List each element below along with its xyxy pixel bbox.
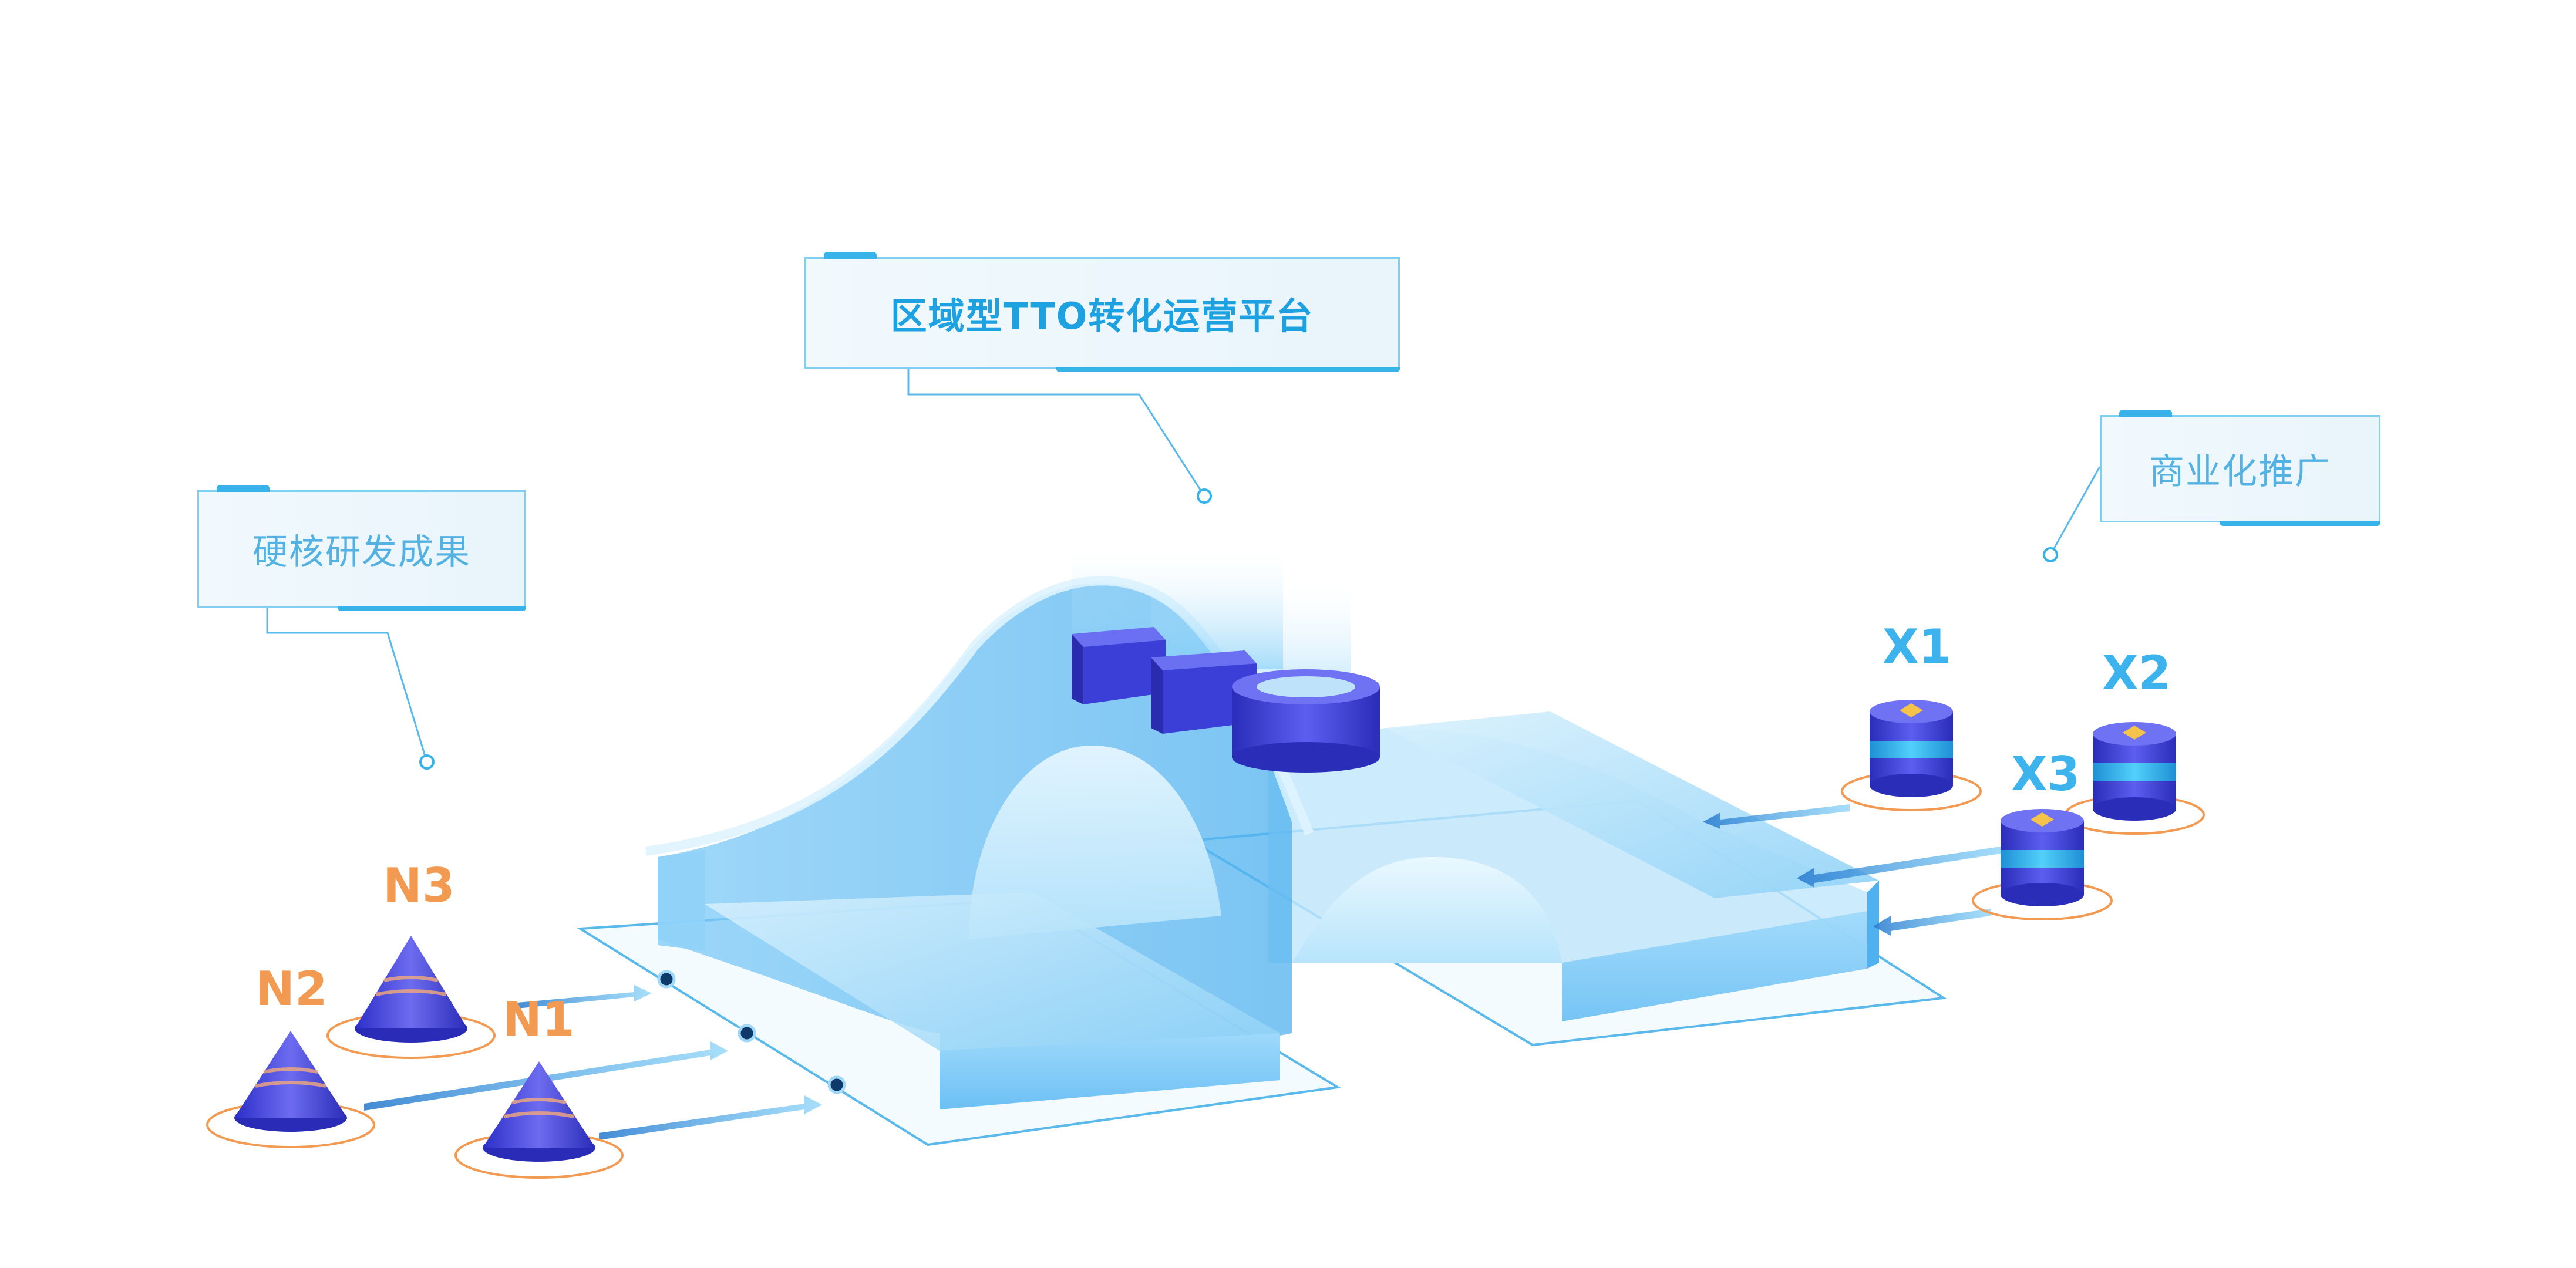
- commercial-label: 商业化推广: [2149, 451, 2331, 493]
- research-callout: 硬核研发成果: [197, 485, 526, 611]
- research-label: 硬核研发成果: [252, 531, 471, 573]
- target-x2: [2064, 722, 2205, 835]
- leader-dot-commercial: [2043, 547, 2058, 562]
- target-x3: [1972, 809, 2113, 920]
- callout-underline: [1056, 367, 1400, 372]
- tag-x1: X1: [1883, 619, 1952, 674]
- callout-tab: [824, 252, 877, 259]
- platform-callout: 区域型TTO转化运营平台: [804, 252, 1400, 372]
- callout-underline: [2220, 521, 2380, 526]
- tag-n2: N2: [255, 962, 328, 1016]
- junction-dot: [738, 1024, 756, 1043]
- callout-underline: [337, 606, 526, 611]
- leader-dot-platform: [1197, 488, 1212, 504]
- tag-n1: N1: [503, 992, 575, 1047]
- leader-line-commercial: [2049, 466, 2101, 555]
- tag-x3: X3: [2011, 747, 2080, 801]
- junction-dot: [657, 970, 676, 989]
- leader-line-research: [266, 608, 428, 763]
- leader-line-platform: [907, 369, 1205, 497]
- callout-tab: [2119, 410, 2172, 417]
- commercial-callout: 商业化推广: [2100, 410, 2380, 526]
- output-arrows: [1703, 804, 2008, 936]
- tag-n3: N3: [383, 858, 455, 913]
- source-n3: [326, 936, 496, 1059]
- junction-dot: [827, 1075, 846, 1094]
- callout-tab: [217, 485, 270, 492]
- platform-label: 区域型TTO转化运营平台: [890, 295, 1314, 338]
- bridge-left: [645, 576, 1314, 1110]
- bridge-right: [1268, 711, 1879, 1021]
- platform-blocks: [1072, 546, 1380, 773]
- source-n1: [454, 1061, 624, 1179]
- source-n2: [206, 1031, 375, 1148]
- tag-x2: X2: [2102, 646, 2171, 700]
- target-x1: [1841, 700, 1982, 811]
- leader-dot-research: [419, 754, 435, 770]
